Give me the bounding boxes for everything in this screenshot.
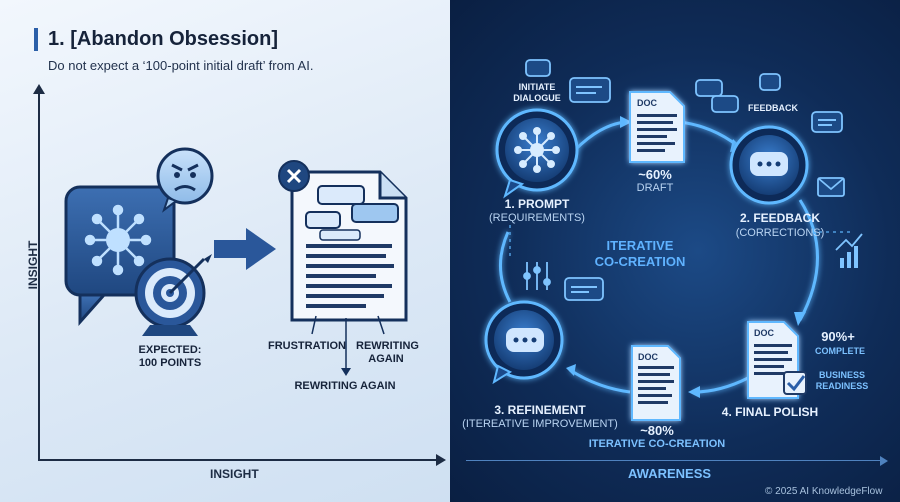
initiate-label-line2: DIALOGUE [513,93,561,103]
step1-title: 1. PROMPT [504,197,570,211]
refined-document-icon [631,345,681,421]
feedback-top-label: FEEDBACK [747,103,798,113]
step3-subtitle: (ITEREATIVE IMPROVEMENT) [462,418,618,430]
awareness-axis-line [466,460,884,461]
step4-title: 4. FINAL POLISH [721,405,819,419]
sliders-icon [523,262,551,290]
left-illustration [64,147,408,376]
complete-label: COMPLETE [814,346,865,356]
step3-title: 3. REFINEMENT [494,403,586,417]
draft-percent: ~60% [638,167,672,182]
initiate-label-line1: INITIATE [518,82,556,92]
center-label-line1: ITERATIVE [606,238,674,253]
checkmark-icon [783,371,807,395]
page-title: 1. [Abandon Obsession] [34,28,278,51]
complete-percent: 90%+ [821,329,855,344]
rejected-draft-document-icon [278,160,408,322]
angry-face-icon [156,147,214,213]
y-axis-arrow [33,84,45,94]
center-label-line2: CO-CREATION [594,254,686,269]
feedback-node-icon [729,125,809,205]
business-label-line2: READINESS [815,381,869,391]
expected-label: EXPECTED: [138,344,202,356]
x-axis-line [38,459,438,461]
iterative-cocreation-label: ITERATIVE CO-CREATION [588,438,726,450]
x-axis-label: INSIGHT [210,467,259,481]
step1-subtitle: (REQUIREMENTS) [489,212,585,224]
rewriting-label-line2: AGAIN [368,353,404,365]
awareness-axis-arrow [880,456,888,466]
right-arrow-icon [214,228,276,270]
step2-title: 2. FEEDBACK [739,211,820,225]
refinement-node-icon [484,300,564,385]
step2-subtitle: (CORRECTIONS) [735,227,825,239]
chat-bubble-icon [525,59,843,301]
rewriting-again-label: REWRITING AGAIN [294,380,396,392]
draft-document-icon [629,91,685,163]
doc-tag-final: DOC [754,328,774,338]
page-subtitle: Do not expect a ‘100-point initial draft… [48,58,314,73]
y-axis-line [38,90,40,460]
target-icon [134,254,212,336]
draft-label: DRAFT [636,182,674,194]
x-axis-arrow [436,454,446,466]
email-icon [817,177,845,197]
business-label-line1: BUSINESS [818,370,865,380]
expected-value: 100 POINTS [138,357,202,369]
growth-chart-icon [835,233,863,268]
rewriting-label-line1: REWRITING [356,340,419,352]
doc-tag-refined: DOC [638,352,658,362]
copyright-text: © 2025 AI KnowledgeFlow [765,486,883,497]
prompt-node-icon [495,108,579,199]
refined-percent: ~80% [640,423,674,438]
frustration-label: FRUSTRATION [267,340,346,352]
awareness-axis-label: AWARENESS [628,466,712,481]
doc-tag-draft: DOC [637,98,657,108]
